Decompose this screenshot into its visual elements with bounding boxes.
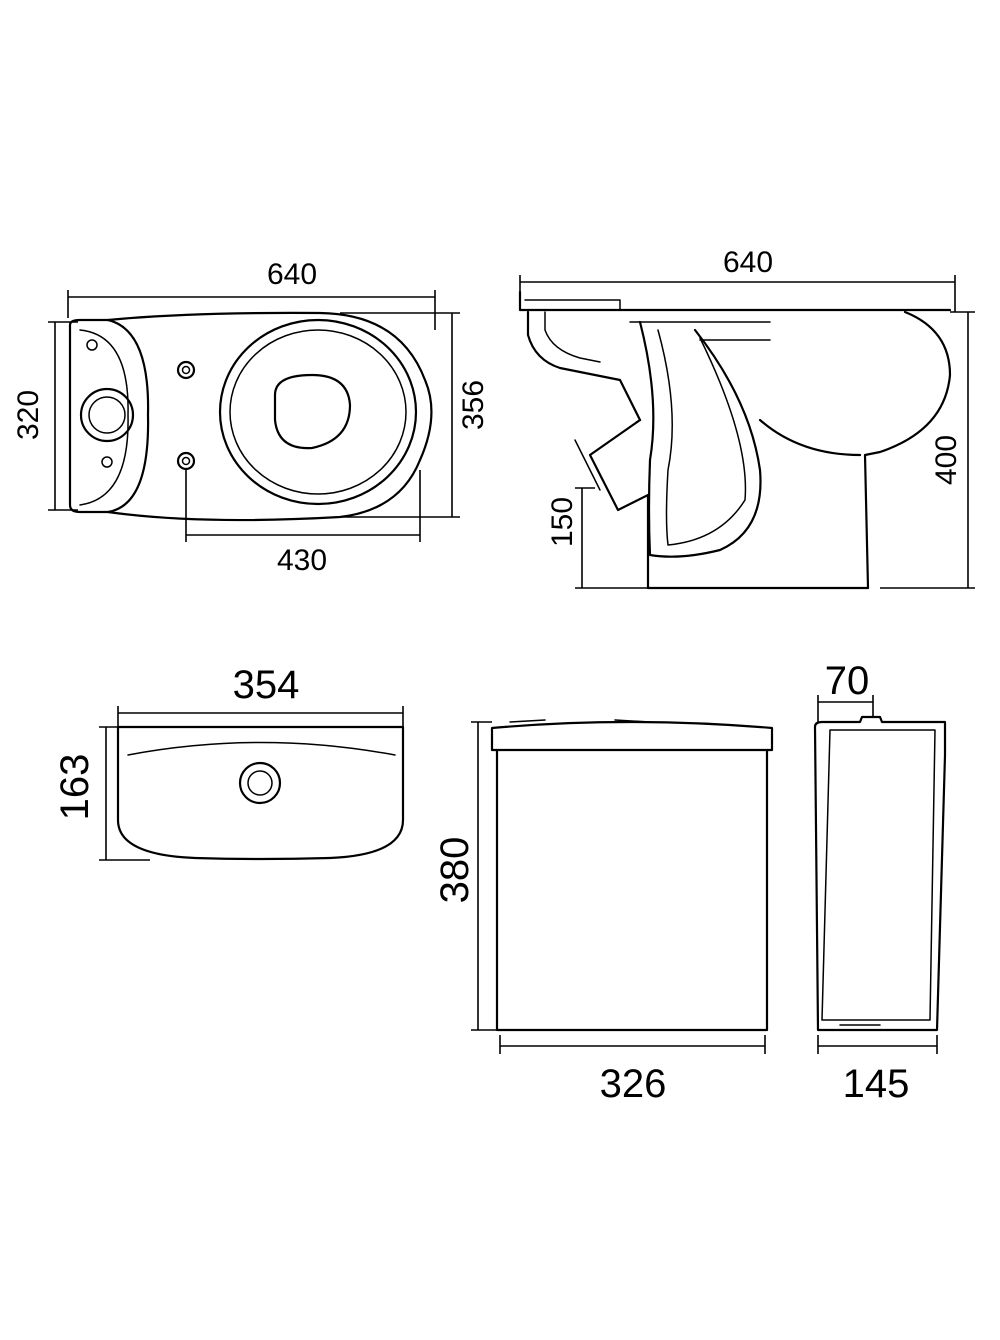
dim-label: 380 [433, 837, 477, 904]
dim-label: 400 [930, 435, 963, 485]
bowl-outlet [273, 373, 352, 450]
dim-label: 326 [600, 1062, 667, 1106]
dim-label: 163 [53, 754, 97, 821]
cistern-front-view [471, 719, 774, 1054]
bolt-hole-icon [176, 451, 196, 471]
dim-label: 640 [267, 258, 317, 291]
bowl-side-view [518, 275, 975, 590]
flush-button-icon [238, 761, 282, 805]
bolt-hole-icon [176, 360, 196, 380]
dim-label: 70 [825, 659, 870, 703]
dim-label: 145 [843, 1062, 910, 1106]
dim-label: 354 [233, 663, 300, 707]
flush-hole-icon [79, 387, 135, 443]
dim-label: 430 [277, 544, 327, 577]
bowl-top-view [48, 290, 460, 542]
dim-label: 640 [723, 246, 773, 279]
dim-label: 320 [12, 390, 45, 440]
bowl-rim [218, 318, 418, 506]
cistern-top-view [99, 706, 405, 861]
cistern-side-view [813, 695, 947, 1054]
dim-label: 150 [546, 497, 579, 547]
dim-label: 356 [457, 380, 490, 430]
